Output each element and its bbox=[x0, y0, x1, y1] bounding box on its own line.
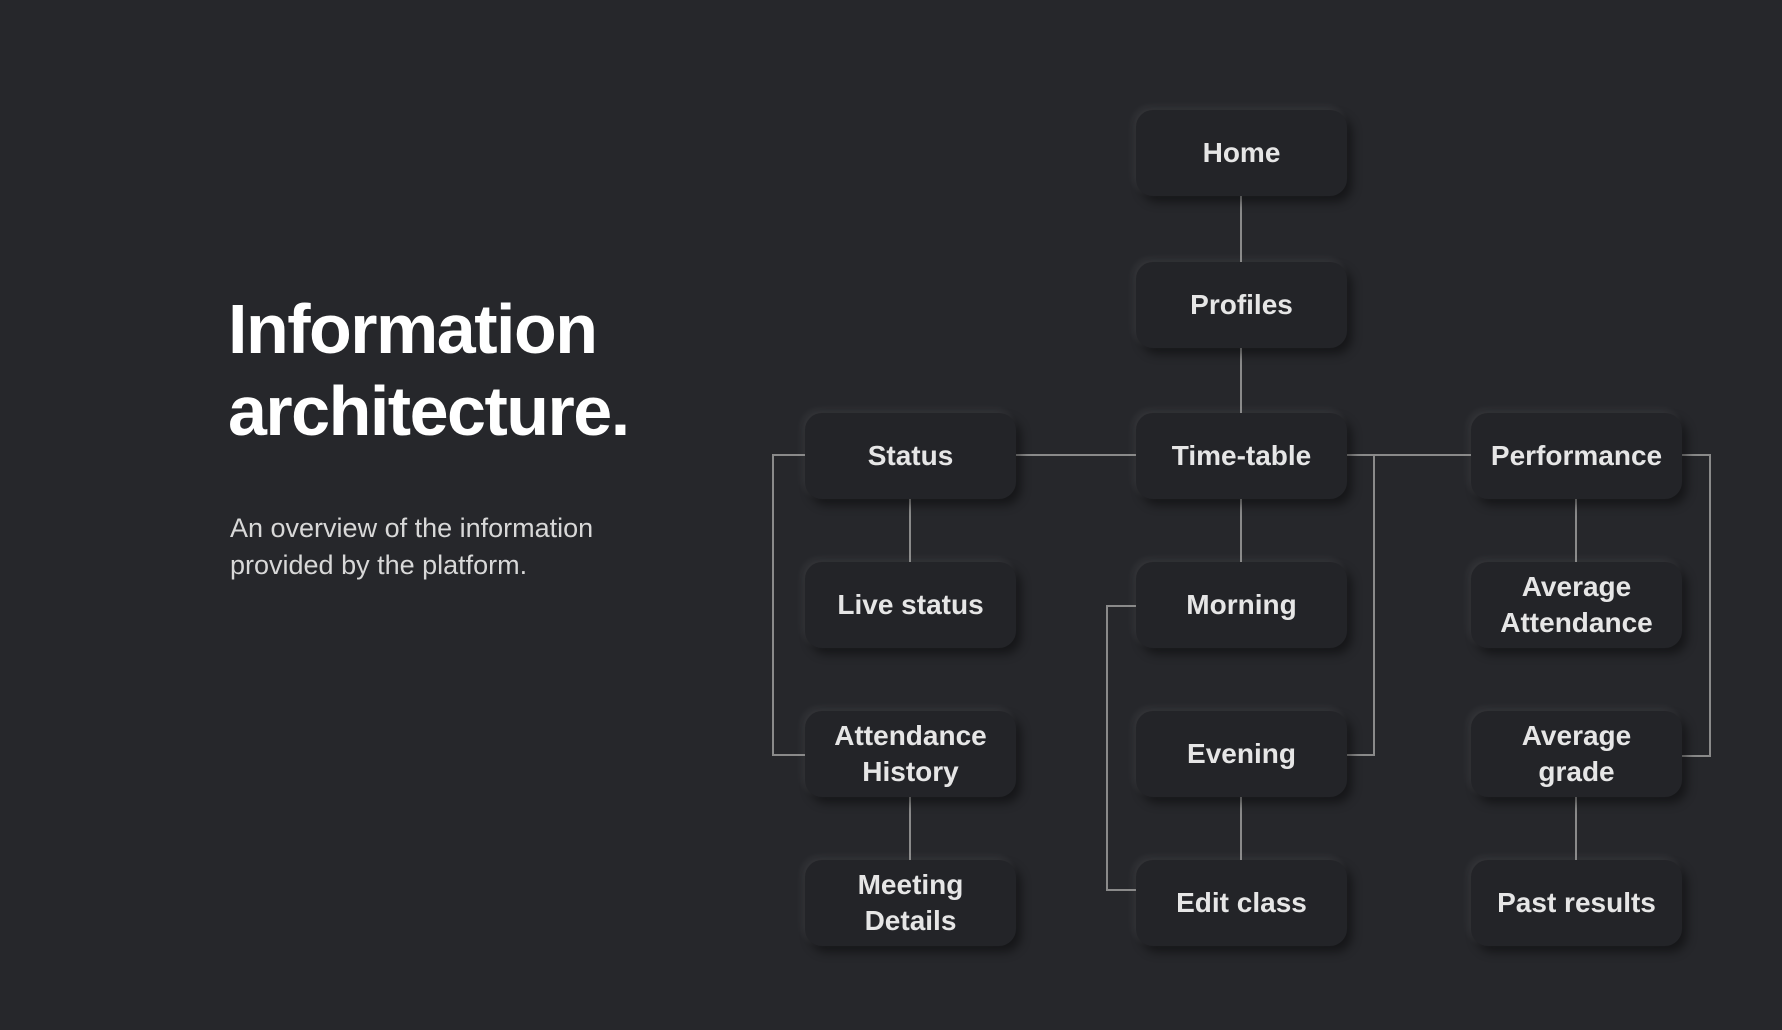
node-profiles: Profiles bbox=[1136, 262, 1347, 348]
bracket-status-history bbox=[772, 454, 805, 756]
page-subtitle: An overview of the information provided … bbox=[230, 513, 594, 580]
title-line-1: Information bbox=[228, 290, 598, 368]
bracket-performance-grade bbox=[1682, 454, 1711, 757]
node-morning: Morning bbox=[1136, 562, 1347, 648]
node-status: Status bbox=[805, 413, 1016, 499]
node-average-attendance: Average Attendance bbox=[1471, 562, 1682, 648]
node-edit-class: Edit class bbox=[1136, 860, 1347, 946]
bracket-timetable-evening bbox=[1347, 454, 1375, 756]
title-line-2: architecture. bbox=[228, 372, 630, 450]
bracket-morning-edit bbox=[1106, 605, 1136, 891]
node-live-status: Live status bbox=[805, 562, 1016, 648]
node-evening: Evening bbox=[1136, 711, 1347, 797]
node-meeting-details: Meeting Details bbox=[805, 860, 1016, 946]
node-past-results: Past results bbox=[1471, 860, 1682, 946]
node-attendance-history: Attendance History bbox=[805, 711, 1016, 797]
node-average-grade: Average grade bbox=[1471, 711, 1682, 797]
node-home: Home bbox=[1136, 110, 1347, 196]
node-timetable: Time-table bbox=[1136, 413, 1347, 499]
node-performance: Performance bbox=[1471, 413, 1682, 499]
